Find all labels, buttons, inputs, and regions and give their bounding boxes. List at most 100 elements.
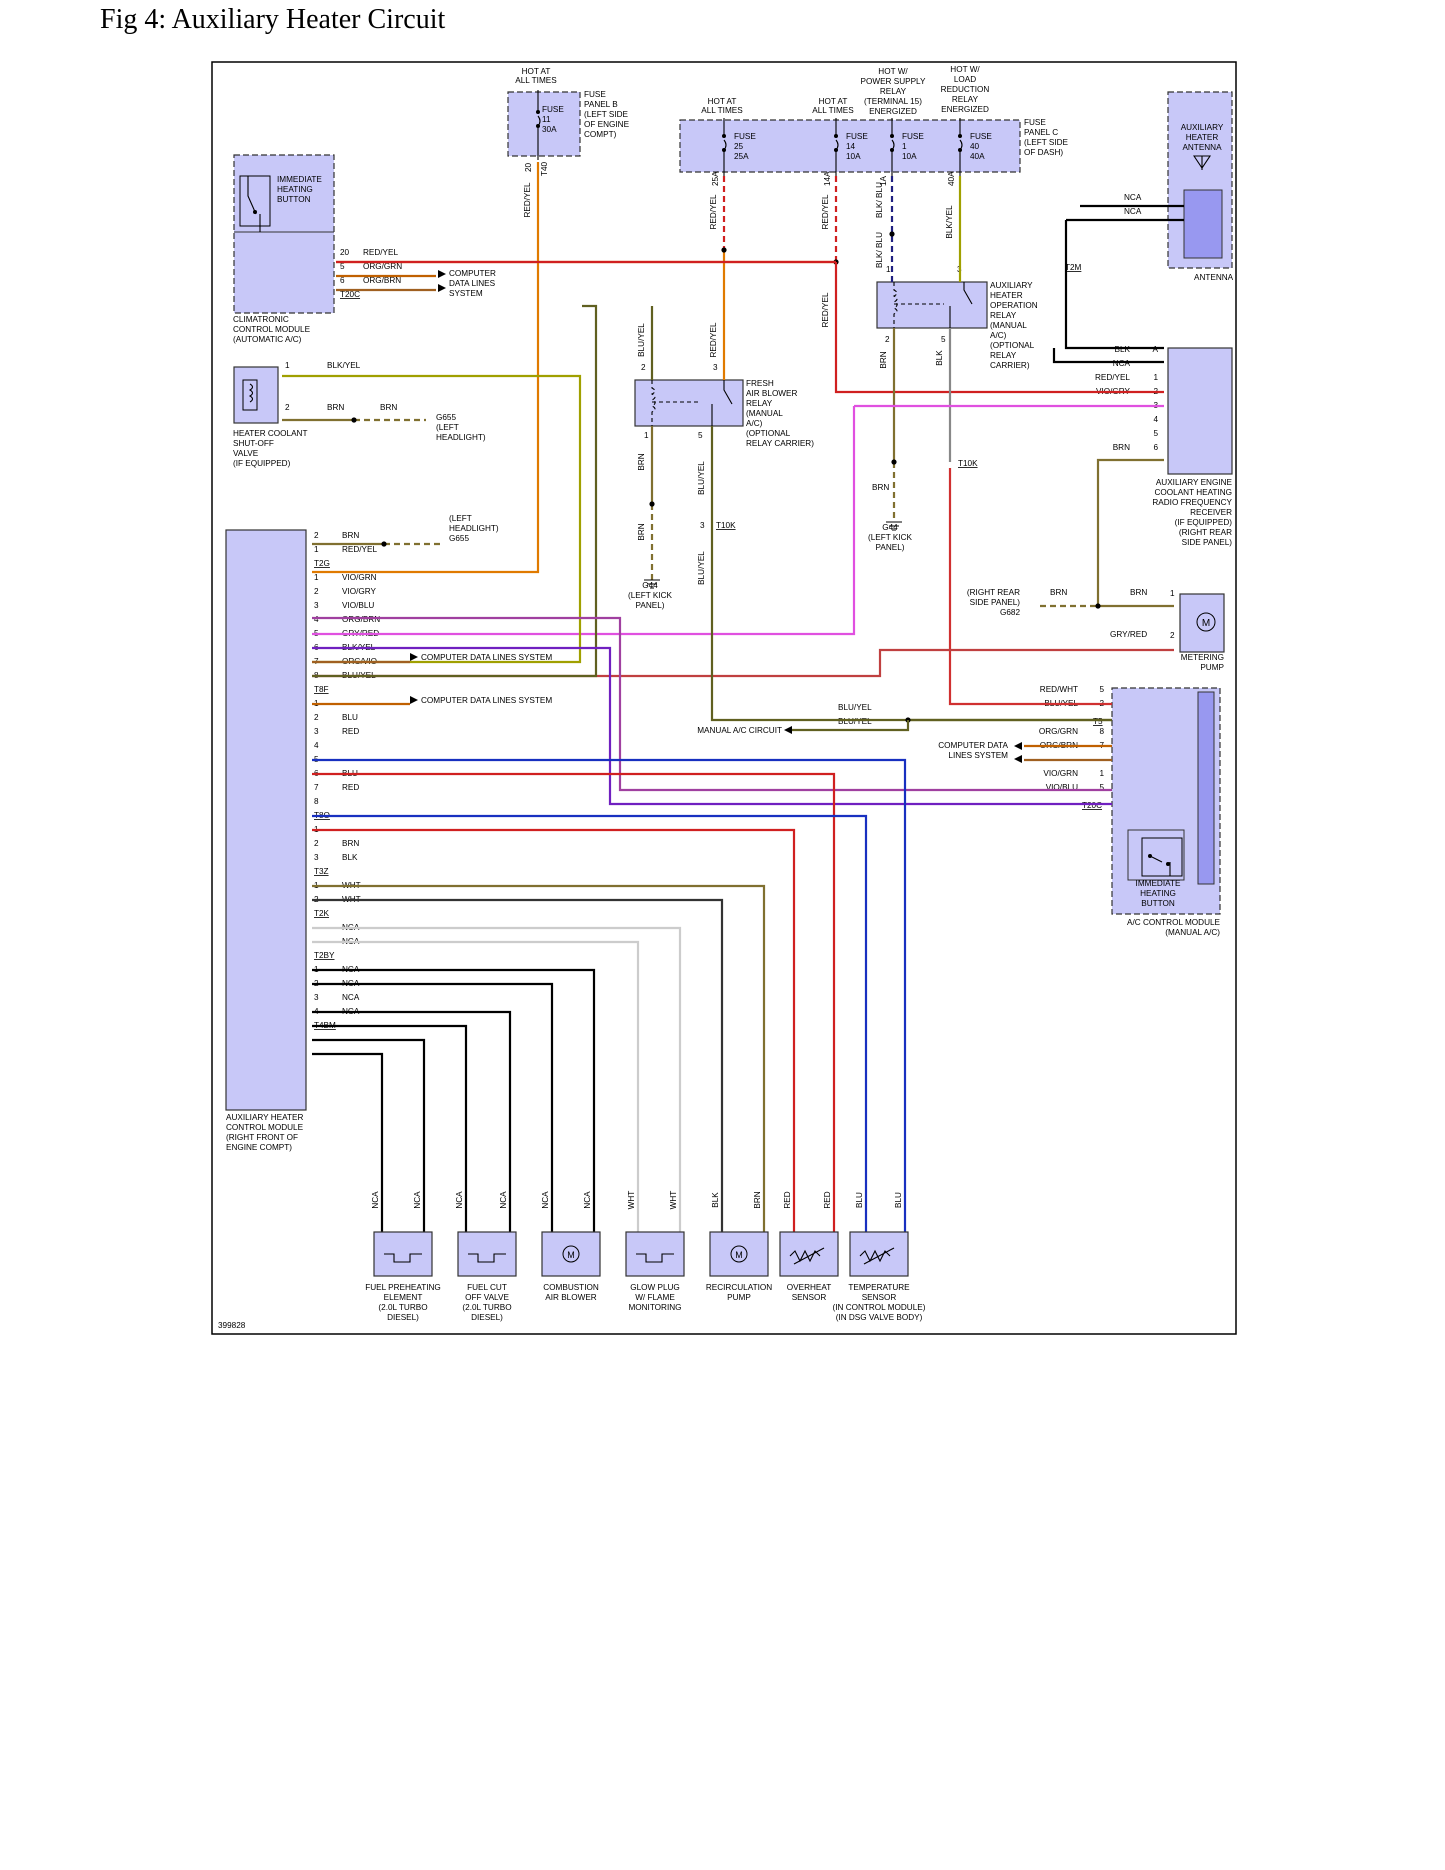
svg-text:1: 1 — [285, 361, 290, 370]
name-line: OFF VALVE — [465, 1293, 509, 1302]
svg-text:5: 5 — [941, 335, 946, 344]
wire — [312, 898, 724, 1232]
name-line: (IN DSG VALVE BODY) — [836, 1313, 923, 1322]
label: ORG/GRN — [1039, 727, 1078, 736]
diagram-frame — [211, 61, 1237, 1335]
wire — [312, 304, 598, 678]
label: NCA — [342, 993, 360, 1002]
fuse-dot — [958, 134, 962, 138]
label: T2K — [314, 909, 330, 918]
wire — [312, 162, 540, 574]
name-line: GLOW PLUG — [630, 1283, 680, 1292]
wire — [312, 1052, 384, 1232]
svg-text:5: 5 — [698, 431, 703, 440]
motor-icon — [562, 1245, 580, 1263]
wire-label: NCA — [455, 1191, 464, 1209]
svg-text:GRY/RED: GRY/RED — [1110, 630, 1147, 639]
wire — [948, 468, 1112, 706]
label: 1 — [1153, 373, 1158, 382]
fuse-text: 1 — [902, 142, 907, 151]
wire-label: WHT — [627, 1191, 636, 1210]
svg-text:2: 2 — [1170, 631, 1175, 640]
component-box — [849, 1231, 909, 1277]
label: T8F — [314, 685, 329, 694]
name-line: COMBUSTION — [543, 1283, 599, 1292]
wire-label: BRN — [872, 483, 889, 492]
label: VIO/GRY — [342, 587, 377, 596]
diagram-id: 399828 — [218, 1321, 246, 1330]
element-icon — [384, 1253, 422, 1263]
svg-text:NCA: NCA — [1124, 207, 1142, 216]
wire — [834, 262, 1164, 394]
fuse-pin: 25A — [711, 171, 720, 186]
wire-label: RED/YEL — [821, 292, 830, 327]
wire-label: NCA — [499, 1191, 508, 1209]
fuse-text: 40 — [970, 142, 980, 151]
name-line: (IN CONTROL MODULE) — [833, 1303, 926, 1312]
splice-dot — [721, 247, 727, 253]
label: ORG/BRN — [342, 615, 380, 624]
motor-letter: M — [735, 1250, 743, 1260]
label: 3 — [314, 727, 319, 736]
name-line: SENSOR — [862, 1293, 897, 1302]
wire — [312, 940, 640, 1232]
svg-text:T40: T40 — [540, 161, 549, 176]
splice-dot — [351, 417, 357, 423]
label: 8 — [314, 797, 319, 806]
label: VIO/GRN — [1043, 769, 1078, 778]
label: A — [1153, 345, 1159, 354]
wire-label: BLU/YEL — [637, 323, 646, 357]
svg-text:3: 3 — [713, 363, 718, 372]
label: 3 — [314, 993, 319, 1002]
resistor-icon — [859, 1247, 895, 1265]
wire-label: RED/YEL — [821, 194, 830, 229]
wire-label: BLK — [711, 1192, 720, 1208]
wire — [312, 772, 836, 1232]
splice-dot — [381, 541, 387, 547]
svg-text:T20C: T20C — [1082, 801, 1102, 810]
fuse-pin: 14A — [823, 171, 832, 186]
name-line: DIESEL) — [387, 1313, 419, 1322]
label: RED — [342, 727, 359, 736]
wire — [312, 1038, 426, 1232]
pin-label: 3 — [700, 521, 705, 530]
name-line: OVERHEAT — [787, 1283, 831, 1292]
label: BRN — [1113, 443, 1130, 452]
name-line: AIR BLOWER — [545, 1293, 596, 1302]
label: 1 — [314, 573, 319, 582]
fuse-text: FUSE — [734, 132, 756, 141]
splice-dot — [889, 231, 895, 237]
label: BLK — [342, 853, 358, 862]
wire — [312, 884, 766, 1232]
component-box — [625, 1231, 685, 1277]
wire — [1064, 220, 1164, 350]
svg-text:T5: T5 — [1093, 717, 1103, 726]
wire-label: NCA — [583, 1191, 592, 1209]
splice-dot — [891, 459, 897, 465]
wire — [312, 406, 856, 636]
label: 4 — [314, 741, 319, 750]
wire-label: RED/YEL — [709, 322, 718, 357]
wire — [312, 646, 1112, 806]
wire-label: BLU — [855, 1192, 864, 1208]
label: RED/WHT — [1040, 685, 1078, 694]
name-line: TEMPERATURE — [848, 1283, 910, 1292]
fuse-dot — [722, 148, 726, 152]
label: T2BY — [314, 951, 335, 960]
